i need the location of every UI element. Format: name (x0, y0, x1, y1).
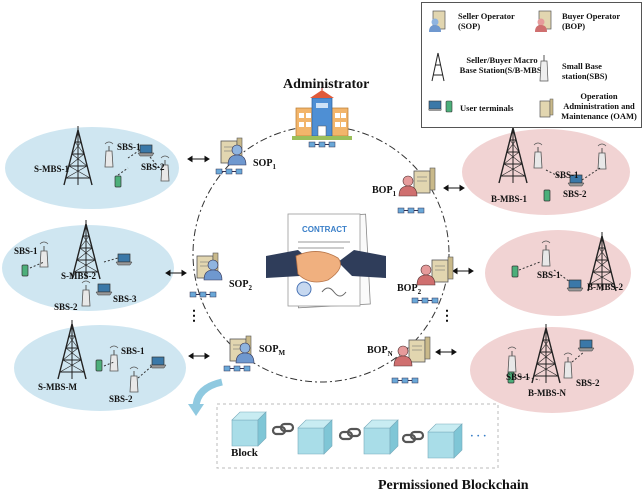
bop-server-icon (413, 167, 436, 194)
buyer-ellipsis: ⋮ (440, 309, 454, 324)
seller-2-mbs-label: S-MBS-2 (61, 271, 97, 281)
bop-1-label: BOP1 (372, 185, 397, 198)
seller-operator-icon (429, 10, 446, 32)
ledger-icon (397, 207, 425, 214)
legend: Seller Operator (SOP) Buyer Operator (BO… (421, 2, 642, 128)
blockchain-title: Permissioned Blockchain (378, 478, 529, 493)
ledger-icon (215, 168, 243, 175)
bop-2-label: BOP2 (397, 283, 422, 296)
bop-server-icon (408, 336, 431, 363)
laptop-icon (95, 283, 113, 296)
buyer-1-sbs-b-label: SBS-2 (563, 189, 587, 199)
seller-2-sbs-b-label: SBS-2 (54, 302, 78, 312)
block-icon (231, 411, 267, 447)
link-arrows (165, 155, 474, 360)
chain-link-icon (401, 430, 425, 444)
contract-label: CONTRACT (302, 225, 347, 234)
user-terminal-icon (428, 100, 453, 113)
seller-1-mbs-label: S-MBS-1 (34, 164, 70, 174)
buyer-n-mbs-label: B-MBS-N (528, 388, 566, 398)
laptop-icon (577, 339, 595, 352)
seller-m-sbs-b-label: SBS-2 (109, 394, 133, 404)
legend-sop: Seller Operator (SOP) (458, 11, 515, 31)
chain-link-icon (338, 427, 362, 441)
block-icon (297, 419, 333, 455)
macro-tower-icon (431, 52, 445, 82)
chain-link-icon (271, 422, 295, 436)
legend-oam: Operation Administration and Maintenance… (561, 91, 637, 121)
legend-ut: User terminals (460, 103, 514, 113)
ledger-icon (308, 141, 336, 148)
phone-icon (114, 175, 122, 188)
legend-sbs: Small Base station(SBS) (562, 61, 608, 81)
legend-mbs: Seller/Buyer Macro Base Station(S/B-MBS) (459, 55, 545, 75)
chain-ellipsis: · · · (470, 430, 487, 442)
phone-icon (511, 265, 519, 278)
legend-bop: Buyer Operator (BOP) (562, 11, 620, 31)
seller-2-sbs-c-label: SBS-3 (113, 294, 137, 304)
phone-icon (95, 359, 103, 372)
ledger-icon (391, 377, 419, 384)
block-icon (427, 423, 463, 459)
buyer-region-n (470, 327, 634, 413)
seller-region-1 (5, 127, 179, 209)
contract-handshake-icon (266, 213, 386, 309)
buyer-region-1 (462, 129, 630, 215)
ledger-icon (411, 297, 439, 304)
bop-n-label: BOPN (367, 345, 393, 358)
seller-1-sbs-a-label: SBS-1 (117, 142, 141, 152)
laptop-icon (149, 356, 167, 369)
block-icon (363, 419, 399, 455)
phone-icon (543, 189, 551, 202)
laptop-icon (115, 253, 133, 266)
ledger-icon (223, 365, 251, 372)
buyer-2-mbs-label: B-MBS-2 (587, 282, 623, 292)
block-label: Block (231, 447, 258, 459)
flow-arrow-head (188, 404, 204, 416)
small-cell-icon (539, 55, 549, 82)
buyer-operator-icon (535, 10, 552, 32)
buyer-1-mbs-label: B-MBS-1 (491, 194, 527, 204)
laptop-icon (566, 279, 584, 292)
ledger-icon (189, 291, 217, 298)
seller-m-sbs-a-label: SBS-1 (121, 346, 145, 356)
buyer-n-sbs-b-label: SBS-2 (576, 378, 600, 388)
bop-server-icon (431, 256, 454, 283)
administrator-label: Administrator (283, 77, 370, 92)
phone-icon (21, 264, 29, 277)
seller-ellipsis: ⋮ (187, 309, 201, 324)
sop-2-label: SOP2 (229, 279, 252, 292)
seller-1-sbs-b-label: SBS-2 (141, 162, 165, 172)
seller-2-sbs-a-label: SBS-1 (14, 246, 38, 256)
administrator-building-icon (292, 84, 352, 140)
seller-region-2 (2, 225, 174, 311)
buyer-2-sbs-a-label: SBS-1 (537, 270, 561, 280)
blockchain-box (216, 403, 499, 469)
sop-1-label: SOP1 (253, 158, 276, 171)
oam-server-icon (539, 98, 554, 118)
sop-m-label: SOPM (259, 344, 286, 357)
seller-m-mbs-label: S-MBS-M (38, 382, 77, 392)
buyer-n-sbs-a-label: SBS-1 (506, 372, 530, 382)
buyer-1-sbs-a-label: SBS-1 (555, 170, 579, 180)
